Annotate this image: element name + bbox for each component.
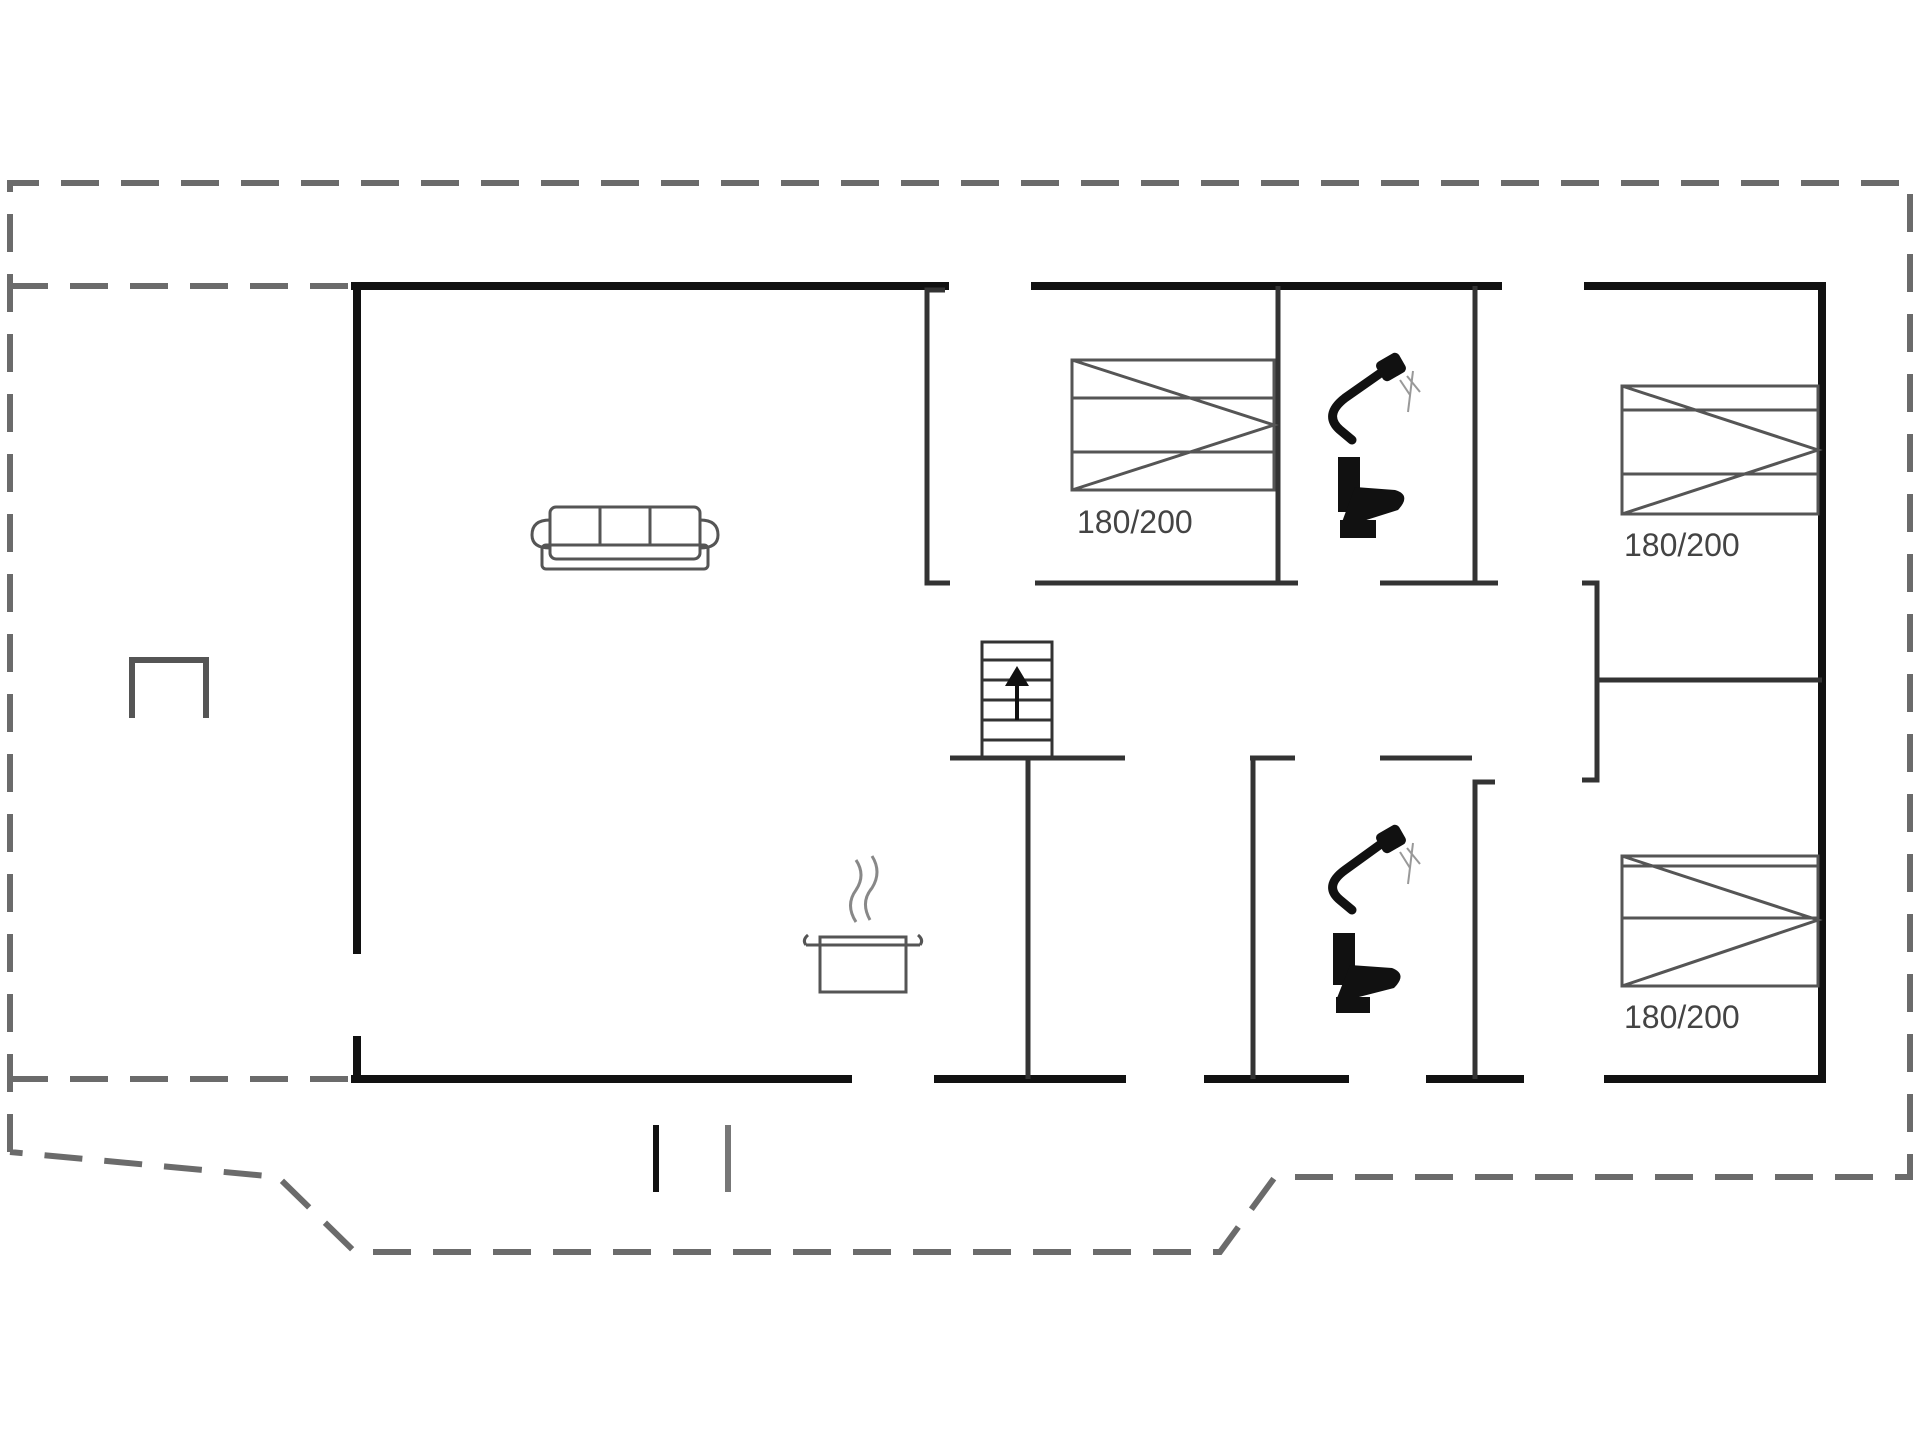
bed-frame-2 xyxy=(1620,384,1820,516)
bed-icon xyxy=(1620,854,1823,988)
bed-icon xyxy=(1620,384,1823,516)
wall-bath2-left xyxy=(1250,755,1256,1079)
terrace-outline xyxy=(7,180,1913,1255)
shower-icon xyxy=(1328,352,1421,445)
cooking-pot-icon xyxy=(802,855,924,994)
wall-bath2-right xyxy=(1472,779,1495,1079)
staircase-icon xyxy=(980,640,1054,760)
sofa-icon xyxy=(530,505,720,571)
terrace-chair-icon xyxy=(129,657,209,718)
bed-frame-1 xyxy=(1070,358,1276,492)
wall-hall-bedrooms xyxy=(1582,580,1600,783)
terrace-door-icon xyxy=(653,1125,731,1192)
bed-pillow-2 xyxy=(1621,384,1823,516)
toilet-icon xyxy=(1338,457,1405,538)
bed-size-label-2: 180/200 xyxy=(1624,527,1740,563)
bed-size-label-3: 180/200 xyxy=(1624,999,1740,1035)
bed-pillow-3 xyxy=(1621,854,1823,988)
wall-living-right xyxy=(924,287,950,586)
bed-size-label-1: 180/200 xyxy=(1077,504,1193,540)
interior-walls xyxy=(924,286,1822,1079)
bed-pillow-1 xyxy=(1071,358,1279,492)
toilet-icon xyxy=(1333,933,1401,1013)
shower-icon xyxy=(1328,824,1421,915)
terrace-outline-top xyxy=(7,180,1913,1255)
bed-frame-3 xyxy=(1620,854,1820,988)
walls xyxy=(351,282,1826,1083)
bed-icon xyxy=(1070,358,1279,492)
